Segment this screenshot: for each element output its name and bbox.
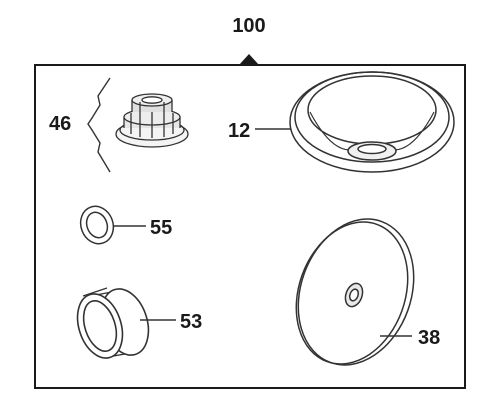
part-12-group: 12 bbox=[228, 71, 455, 173]
part-38-label: 38 bbox=[418, 327, 440, 349]
o-ring-icon bbox=[79, 205, 115, 245]
part-53-label: 53 bbox=[180, 311, 202, 333]
part-55-group: 55 bbox=[79, 205, 172, 245]
part-53-group: 53 bbox=[76, 287, 202, 359]
assembly-number: 100 bbox=[232, 15, 265, 37]
part-12-label: 12 bbox=[228, 120, 250, 142]
part-46-brace bbox=[87, 77, 111, 173]
part-46-label: 46 bbox=[49, 113, 71, 135]
sleeve-ring-icon bbox=[76, 287, 150, 359]
part-46-group: 46 bbox=[49, 77, 189, 173]
part-55-label: 55 bbox=[150, 217, 172, 239]
diagram-frame bbox=[34, 64, 466, 389]
flat-disc-icon bbox=[295, 218, 415, 366]
assembly-pointer-triangle bbox=[239, 54, 259, 65]
part-38-group: 38 bbox=[295, 218, 440, 366]
dished-bowl-icon bbox=[289, 71, 455, 173]
rubber-plug-icon bbox=[115, 93, 189, 148]
